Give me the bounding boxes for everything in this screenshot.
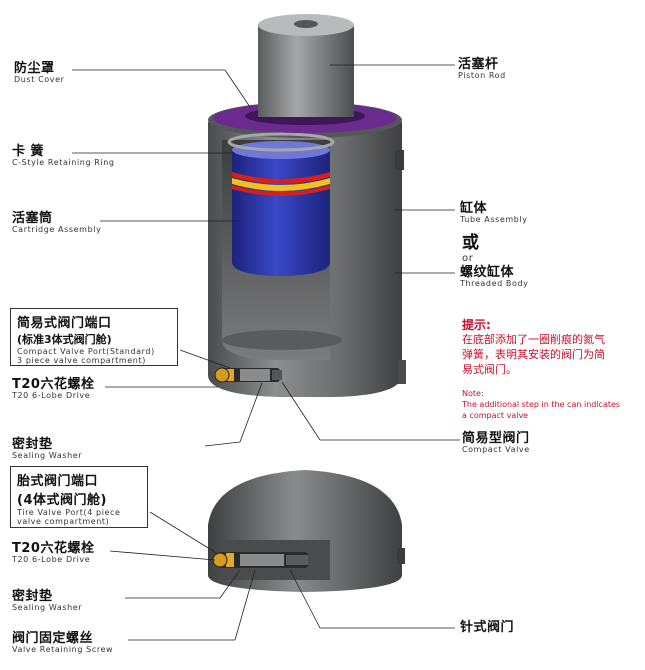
label-retaining-ring: 卡 簧 C-Style Retaining Ring	[12, 144, 115, 168]
label-retaining-screw: 阀门固定螺丝 Valve Retaining Screw	[12, 631, 114, 655]
note-cn-line1: 在底部添加了一圈削痕的氮气	[462, 333, 605, 346]
stripe-yellow	[232, 178, 330, 191]
tire-port-en1: Tire Valve Port(4 piece	[17, 508, 121, 517]
washer-top-cn: 密封垫	[12, 437, 53, 452]
note-block: 提示: 在底部添加了一圈削痕的氮气 弹簧，表明其安装的阀门为简 易式阀门。 No…	[462, 316, 620, 421]
cartridge-en: Cartridge Assembly	[12, 225, 102, 235]
cartridge-cn: 活塞筒	[12, 211, 53, 226]
dust-cover-en: Dust Cover	[14, 75, 65, 85]
tube-cn: 缸体	[460, 201, 488, 216]
label-pin-valve: 针式阀门	[460, 620, 515, 635]
washer-top-en: Sealing Washer	[12, 451, 83, 461]
t20-bottom-en: T20 6-Lobe Drive	[12, 555, 91, 565]
note-en-line1: The additional step in the can indicates	[462, 399, 621, 409]
pin-valve-cn: 针式阀门	[460, 620, 515, 635]
tire-port-cn: 胎式阀门端口	[17, 474, 99, 489]
label-cartridge: 活塞筒 Cartridge Assembly	[12, 211, 102, 235]
note-en-title: Note:	[462, 388, 484, 398]
compact-port-cn: 简易式阀门端口	[17, 316, 112, 331]
retaining-ring-cn: 卡 簧	[12, 144, 45, 159]
label-compact-valve: 简易型阀门 Compact Valve	[462, 431, 530, 455]
tube-groove	[395, 150, 404, 170]
compact-port-box: 简易式阀门端口 (标准3体式阀门舱) Compact Valve Port(St…	[10, 308, 178, 366]
dome-groove	[397, 548, 405, 564]
piston-rod-cn: 活塞杆	[458, 57, 499, 72]
compact-valve-assembly	[214, 367, 282, 383]
compact-valve-cn: 简易型阀门	[462, 431, 530, 446]
spring-bottom	[208, 470, 405, 592]
note-cn-line2: 弹簧，表明其安装的阀门为简	[462, 347, 605, 361]
compact-port-en1: Compact Valve Port(Standard)	[17, 347, 155, 356]
t20-bottom-cn: T20六花螺栓	[12, 541, 95, 556]
label-t20-top: T20六花螺栓 T20 6-Lobe Drive	[12, 377, 95, 401]
retaining-screw-cn: 阀门固定螺丝	[12, 631, 94, 646]
piston-rod-hole	[294, 20, 318, 28]
note-cn-title: 提示:	[462, 318, 491, 332]
threaded-body-en: Threaded Body	[460, 279, 529, 289]
cartridge-assembly	[232, 150, 330, 276]
label-washer-bottom: 密封垫 Sealing Washer	[12, 589, 83, 613]
compact-valve-en: Compact Valve	[462, 445, 530, 455]
inner-bottom	[222, 330, 342, 350]
note-en-line2: a compact valve	[462, 410, 529, 420]
washer-bottom-en: Sealing Washer	[12, 603, 83, 613]
stripe-red	[232, 172, 330, 184]
compact-port-en2: 3 piece valve compartment)	[17, 356, 146, 365]
label-or: 或 or	[462, 234, 480, 264]
tire-port-sub: (4体式阀门舱)	[17, 493, 107, 508]
tire-port-box: 胎式阀门端口 (4体式阀门舱) Tire Valve Port(4 piece …	[10, 466, 148, 528]
label-dust-cover: 防尘罩 Dust Cover	[14, 61, 65, 85]
threaded-body-cn: 螺纹缸体	[460, 265, 515, 280]
piston-rod	[258, 25, 354, 117]
label-threaded-body: 螺纹缸体 Threaded Body	[460, 265, 529, 289]
retaining-screw-en: Valve Retaining Screw	[12, 645, 114, 655]
or-cn: 或	[462, 233, 480, 253]
note-cn-line3: 易式阀门。	[462, 362, 517, 376]
retaining-ring-en: C-Style Retaining Ring	[12, 158, 115, 168]
t20-top-en: T20 6-Lobe Drive	[12, 391, 91, 401]
stripe-red-2	[232, 185, 330, 196]
label-piston-rod: 活塞杆 Piston Rod	[458, 57, 506, 81]
piston-rod-en: Piston Rod	[458, 71, 506, 81]
tube-bottom-step	[398, 360, 406, 384]
tire-valve-assembly	[212, 552, 308, 568]
washer-bottom-cn: 密封垫	[12, 589, 53, 604]
compact-port-sub: (标准3体式阀门舱)	[17, 333, 112, 346]
t20-top-cn: T20六花螺栓	[12, 377, 95, 392]
label-washer-top: 密封垫 Sealing Washer	[12, 437, 83, 461]
leader-lines	[72, 64, 460, 641]
tire-port-en2: valve compartment)	[17, 517, 110, 526]
spring-top	[208, 14, 406, 397]
or-en: or	[462, 252, 474, 264]
label-t20-bottom: T20六花螺栓 T20 6-Lobe Drive	[12, 541, 95, 565]
tube-en: Tube Assembly	[460, 215, 528, 225]
retaining-ring	[227, 132, 335, 152]
dust-cover-cn: 防尘罩	[14, 61, 55, 76]
label-tube: 缸体 Tube Assembly	[460, 201, 528, 225]
